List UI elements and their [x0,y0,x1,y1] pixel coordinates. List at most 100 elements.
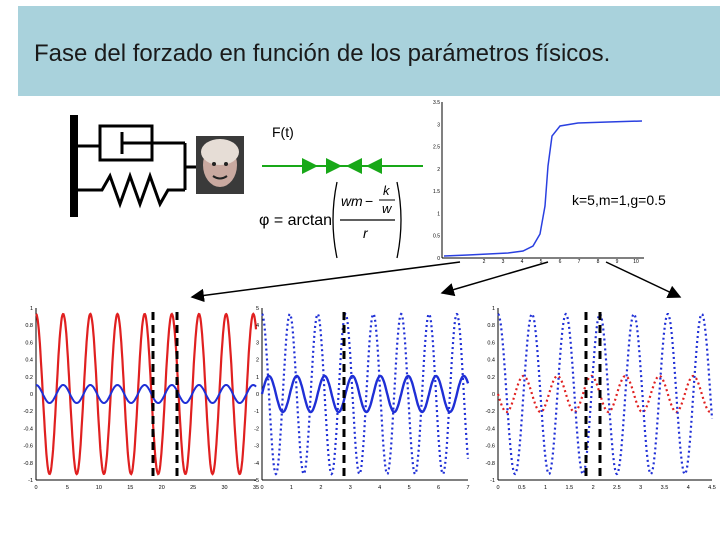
y-tick-label: 2 [256,358,259,364]
x-tick-label: 15 [127,485,133,491]
x-tick-label: 2 [319,485,322,491]
phase-x-tick: 4 [521,259,524,265]
params-label: k=5,m=1,g=0.5 [572,192,666,208]
y-tick-label: 3 [256,340,259,346]
y-tick-label: 0.4 [487,358,495,364]
damper-symbol [78,124,185,162]
x-tick-label: 2.5 [613,485,621,491]
arrow-to-panel-1 [190,261,461,303]
x-tick-label: 7 [466,485,469,491]
slide-title: Fase del forzado en función de los parám… [34,40,611,67]
x-tick-label: 1.5 [566,485,574,491]
y-tick-label: -5 [254,478,259,484]
phase-x-tick: 7 [578,259,581,265]
y-tick-label: 4 [256,323,259,329]
x-tick-label: 30 [222,485,228,491]
formula-lhs: φ = arctan [259,212,332,229]
arrow-to-panel-2 [440,261,549,297]
x-tick-label: 25 [190,485,196,491]
phase-x-tick: 2 [483,259,486,265]
formula-m: m [351,193,363,209]
y-tick-label: -1 [490,478,495,484]
y-tick-label: 0.8 [25,323,33,329]
x-tick-label: 4.5 [708,485,716,491]
phase-plot: 3.5 3 2.5 2 1.5 1 0.5 0 2 3 4 5 6 7 8 9 10 [433,100,644,265]
phase-curve [443,120,643,257]
x-tick-label: 5 [66,485,69,491]
y-tick-label: 0.6 [25,340,33,346]
x-tick-label: 5 [408,485,411,491]
forcing-curve [496,374,713,414]
y-tick-label: -0.2 [486,409,495,415]
y-tick-label: -0.8 [24,461,33,467]
wall [70,115,78,217]
formula-den-w: w [382,201,393,216]
forcing-curve [261,312,470,476]
x-tick-label: 0 [496,485,499,491]
response-curve [497,312,714,476]
x-tick-label: 6 [437,485,440,491]
x-tick-label: 0 [34,485,37,491]
x-tick-label: 3 [349,485,352,491]
x-tick-label: 2 [592,485,595,491]
phase-y-tick: 2 [437,167,440,173]
y-tick-label: -0.6 [24,444,33,450]
y-tick-label: -2 [254,426,259,432]
y-tick-label: -0.2 [24,409,33,415]
phase-x-tick: 3 [502,259,505,265]
title-band: Fase del forzado en función de los parám… [18,6,720,96]
arrow-to-panel-3 [605,261,682,298]
force-label: F(t) [272,124,294,140]
y-tick-label: 0 [256,392,259,398]
phase-x-tick: 6 [559,259,562,265]
mass-spring-damper-diagram [70,115,244,217]
phase-y-tick: 1.5 [433,189,440,195]
spring-symbol [78,171,185,209]
x-tick-label: 20 [159,485,165,491]
x-tick-label: 10 [96,485,102,491]
y-tick-label: -1 [254,409,259,415]
y-tick-label: 1 [492,306,495,312]
x-tick-label: 4 [687,485,690,491]
phase-y-tick: 0.5 [433,234,440,240]
y-tick-label: -0.4 [486,426,495,432]
y-tick-label: 0.6 [487,340,495,346]
x-tick-label: 3 [639,485,642,491]
phase-x-tick: 8 [597,259,600,265]
phase-y-tick: 3 [437,122,440,128]
y-tick-label: 1 [256,375,259,381]
x-tick-label: 1 [544,485,547,491]
x-tick-label: 35 [253,485,259,491]
phase-x-tick: 9 [616,259,619,265]
phase-y-tick: 2.5 [433,145,440,151]
phase-formula: φ = arctan w m − k w r [259,181,402,259]
x-tick-label: 1 [290,485,293,491]
phase-y-tick: 3.5 [433,100,440,106]
y-tick-label: -0.4 [24,426,33,432]
y-tick-label: -0.8 [486,461,495,467]
x-tick-label: 4 [378,485,381,491]
phase-y-tick: 1 [437,211,440,217]
y-tick-label: 0 [30,392,33,398]
response-curve [35,383,257,405]
phase-y-tick: 0 [437,256,440,262]
formula-k: k [383,183,391,198]
y-tick-label: 1 [30,306,33,312]
y-tick-label: 0.2 [25,375,33,381]
formula-r: r [363,225,369,241]
y-tick-label: -1 [28,478,33,484]
x-tick-label: 0.5 [518,485,526,491]
phase-x-tick: 10 [633,259,639,265]
x-tick-label: 3.5 [661,485,669,491]
y-tick-label: 0.8 [487,323,495,329]
formula-minus: − [365,193,373,209]
y-tick-label: 0 [492,392,495,398]
force-arrows [262,158,423,174]
x-tick-label: 0 [260,485,263,491]
formula-w: w [341,193,352,209]
phase-x-tick: 5 [540,259,543,265]
